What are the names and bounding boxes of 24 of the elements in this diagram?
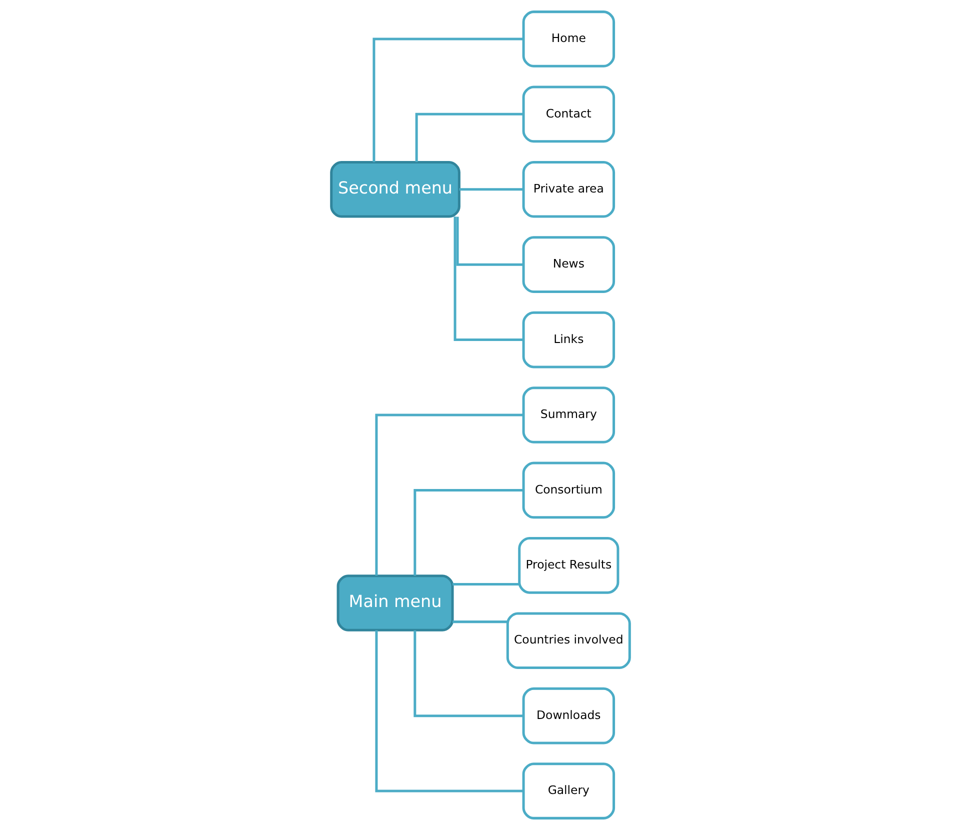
connector: [458, 188, 524, 191]
connector: [413, 630, 523, 718]
node-box: Contact: [522, 86, 615, 143]
node-box: Private area: [522, 160, 615, 218]
connector: [374, 414, 523, 576]
node-box: Project Results: [518, 537, 619, 594]
connector: [453, 216, 523, 342]
node-box: Second menu: [330, 160, 460, 218]
node-box: Home: [522, 10, 615, 68]
connector: [372, 38, 523, 162]
node-box: Consortium: [522, 462, 615, 519]
node-box: Gallery: [522, 762, 615, 820]
node-box: Downloads: [522, 687, 615, 744]
connector: [452, 620, 508, 624]
node-box: Summary: [522, 386, 615, 444]
node-box: Countries involved: [506, 612, 630, 670]
connector: [413, 488, 523, 576]
node-box: News: [522, 236, 615, 293]
node-box: Links: [522, 311, 615, 368]
connector: [452, 582, 519, 586]
connector: [374, 630, 523, 792]
connector: [456, 216, 523, 266]
node-box: Main menu: [336, 574, 454, 632]
connector: [414, 112, 523, 162]
